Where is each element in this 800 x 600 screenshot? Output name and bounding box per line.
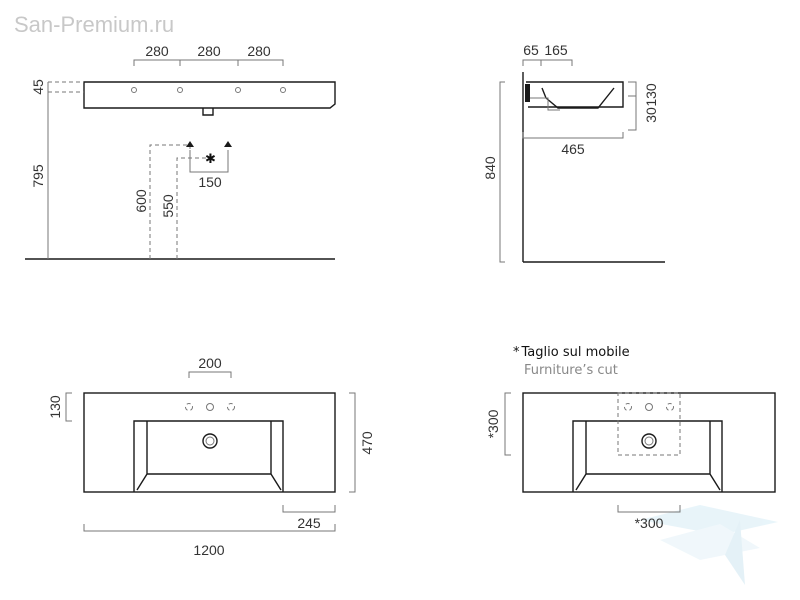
side-total-height-line (499, 81, 505, 263)
side-bowl-height: 130 (643, 83, 659, 107)
cut-bowl-outline (572, 420, 723, 492)
cut-depth-line (504, 392, 511, 456)
side-depth-line (522, 132, 624, 139)
front-tap-holes (131, 87, 286, 93)
cut-view: *Taglio sul mobile Furniture’s cut *300 … (485, 345, 776, 531)
cut-width: *300 (635, 515, 664, 531)
side-wall-offset: 65 (523, 42, 539, 58)
top-width: 1200 (193, 542, 224, 558)
front-tap-spacing-3: 280 (247, 43, 271, 59)
side-depth: 465 (561, 141, 585, 157)
side-height: 840 (482, 156, 498, 180)
watermark-text: San-Premium.ru (14, 12, 174, 37)
top-tap-spacing-line (188, 371, 232, 378)
front-tap-spacing-1: 280 (145, 43, 169, 59)
side-bowl-profile (541, 87, 615, 109)
front-drain-height: 550 (160, 194, 176, 218)
side-rim-thickness: 30 (643, 107, 659, 123)
cut-tap-holes (624, 403, 674, 411)
front-tap-spacing-2: 280 (197, 43, 221, 59)
front-basin-height: 795 (30, 164, 46, 188)
cut-basin-outline (522, 392, 776, 493)
top-depth: 470 (359, 431, 375, 455)
front-drain-stub (202, 108, 214, 116)
top-side-shelf: 245 (297, 515, 321, 531)
top-tap-zone: 130 (47, 395, 63, 419)
top-depth-line (349, 392, 356, 493)
front-view: 280 280 280 45 795 ✱ 150 600 550 (25, 43, 336, 260)
cut-outline (617, 392, 681, 456)
side-view: 65 165 30 130 465 840 (482, 42, 665, 263)
cut-depth: *300 (485, 409, 501, 438)
side-basin-outline (526, 81, 624, 108)
side-waste-pipe (530, 97, 560, 111)
top-bowl-inner (136, 421, 282, 491)
top-bowl-outline (133, 420, 284, 492)
cut-drain-outer (641, 433, 657, 449)
top-drain-outer (202, 433, 218, 449)
front-drain-line (176, 157, 210, 259)
side-bracket (525, 84, 530, 102)
front-supply-offset: 150 (198, 174, 222, 190)
front-basin-outline (83, 81, 336, 109)
top-view: 200 130 470 245 1200 (47, 355, 375, 558)
front-top-thickness: 45 (30, 79, 46, 95)
front-supply-height: 600 (133, 189, 149, 213)
top-width-line (83, 524, 336, 532)
cut-width-line (617, 505, 681, 513)
side-tap-offset: 165 (544, 42, 568, 58)
top-tap-spacing: 200 (198, 355, 222, 371)
top-tap-holes (185, 403, 235, 411)
front-supply-offset-line (189, 150, 229, 173)
drain-cross-icon: ✱ (205, 152, 216, 167)
cut-note-title: *Taglio sul mobile (513, 345, 630, 360)
front-supply-line (149, 144, 191, 259)
front-tap-spacing-line (133, 59, 284, 66)
top-drain-inner (205, 436, 215, 446)
top-side-shelf-line (282, 505, 336, 513)
side-height-dim-line (628, 81, 637, 131)
top-tap-zone-line (65, 392, 72, 422)
side-top-dim-line (522, 59, 573, 66)
top-basin-outline (83, 392, 336, 493)
cut-bowl-inner (575, 421, 721, 491)
supply-cold-icon (224, 141, 232, 147)
cut-note-subtitle: Furniture’s cut (524, 363, 618, 378)
cut-drain-inner (644, 436, 654, 446)
supply-hot-icon (186, 141, 194, 147)
